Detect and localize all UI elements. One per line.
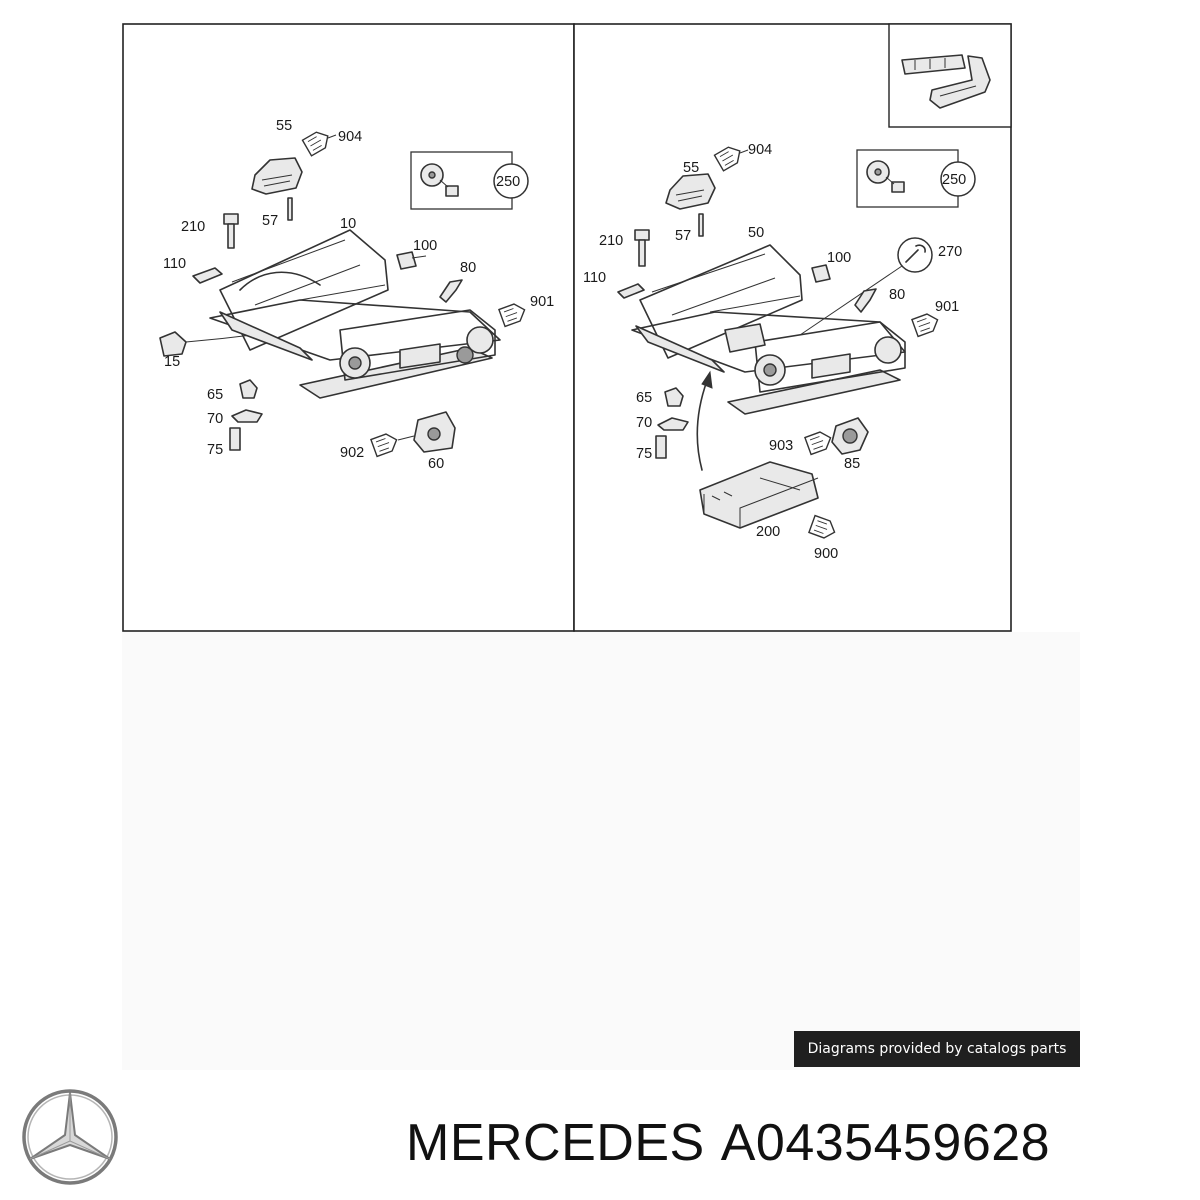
callout-60-left: 60 [428, 456, 444, 472]
callout-10-left: 10 [340, 216, 356, 232]
brand-name: MERCEDES [406, 1114, 705, 1172]
seat-frame-right [631, 244, 906, 415]
callout-901-right: 901 [935, 299, 959, 315]
left-callout-labels: 904 55 57 210 10 100 110 80 901 15 65 70… [163, 118, 554, 472]
callout-65-left: 65 [207, 387, 223, 403]
left-panel-frame [122, 23, 575, 632]
brand-part-number-line: MERCEDES A0435459628 [406, 1108, 1050, 1178]
callout-80-right: 80 [889, 287, 905, 303]
left-diagram-panel: 904 55 57 210 10 100 110 80 901 15 65 70… [122, 23, 575, 632]
callout-65-right: 65 [636, 390, 652, 406]
callout-904-left: 904 [338, 129, 362, 145]
seat-switch-icon [901, 54, 991, 109]
callout-903-right: 903 [769, 438, 793, 454]
callout-75-right: 75 [636, 446, 652, 462]
callout-250-right: 250 [942, 172, 966, 188]
callout-55-left: 55 [276, 118, 292, 134]
callout-57-right: 57 [675, 228, 691, 244]
callout-75-left: 75 [207, 442, 223, 458]
callout-902-left: 902 [340, 445, 364, 461]
right-callout-labels: 904 55 57 210 50 100 270 110 80 901 65 7… [583, 142, 966, 562]
callout-200-right: 200 [756, 524, 780, 540]
callout-110-right: 110 [583, 270, 606, 286]
part-55-shape [251, 157, 303, 195]
callout-210-left: 210 [181, 219, 205, 235]
callout-901-left: 901 [530, 294, 554, 310]
catalog-watermark: Diagrams provided by catalogs parts [794, 1031, 1080, 1067]
callout-904-right: 904 [748, 142, 772, 158]
callout-15-left: 15 [164, 354, 180, 370]
mercedes-star-icon [22, 1089, 118, 1185]
callout-100-right: 100 [827, 250, 851, 266]
callout-100-left: 100 [413, 238, 437, 254]
part-200-control-unit [699, 461, 819, 529]
callout-250-left: 250 [496, 174, 520, 190]
callout-210-right: 210 [599, 233, 623, 249]
seat-switch-inset [888, 23, 1012, 128]
callout-50-right: 50 [748, 225, 764, 241]
assembly-arrow [696, 377, 709, 471]
callout-80-left: 80 [460, 260, 476, 276]
callout-55-right: 55 [683, 160, 699, 176]
callout-900-right: 900 [814, 546, 838, 562]
callout-270-right: 270 [938, 244, 962, 260]
callout-70-left: 70 [207, 411, 223, 427]
callout-110-left: 110 [163, 256, 186, 272]
callout-85-right: 85 [844, 456, 860, 472]
callout-70-right: 70 [636, 415, 652, 431]
right-diagram-panel: 904 55 57 210 50 100 270 110 80 901 65 7… [573, 23, 1012, 632]
seat-frame-left [209, 229, 501, 399]
part-number: A0435459628 [720, 1114, 1051, 1172]
callout-57-left: 57 [262, 213, 278, 229]
blank-area [122, 632, 1080, 1070]
